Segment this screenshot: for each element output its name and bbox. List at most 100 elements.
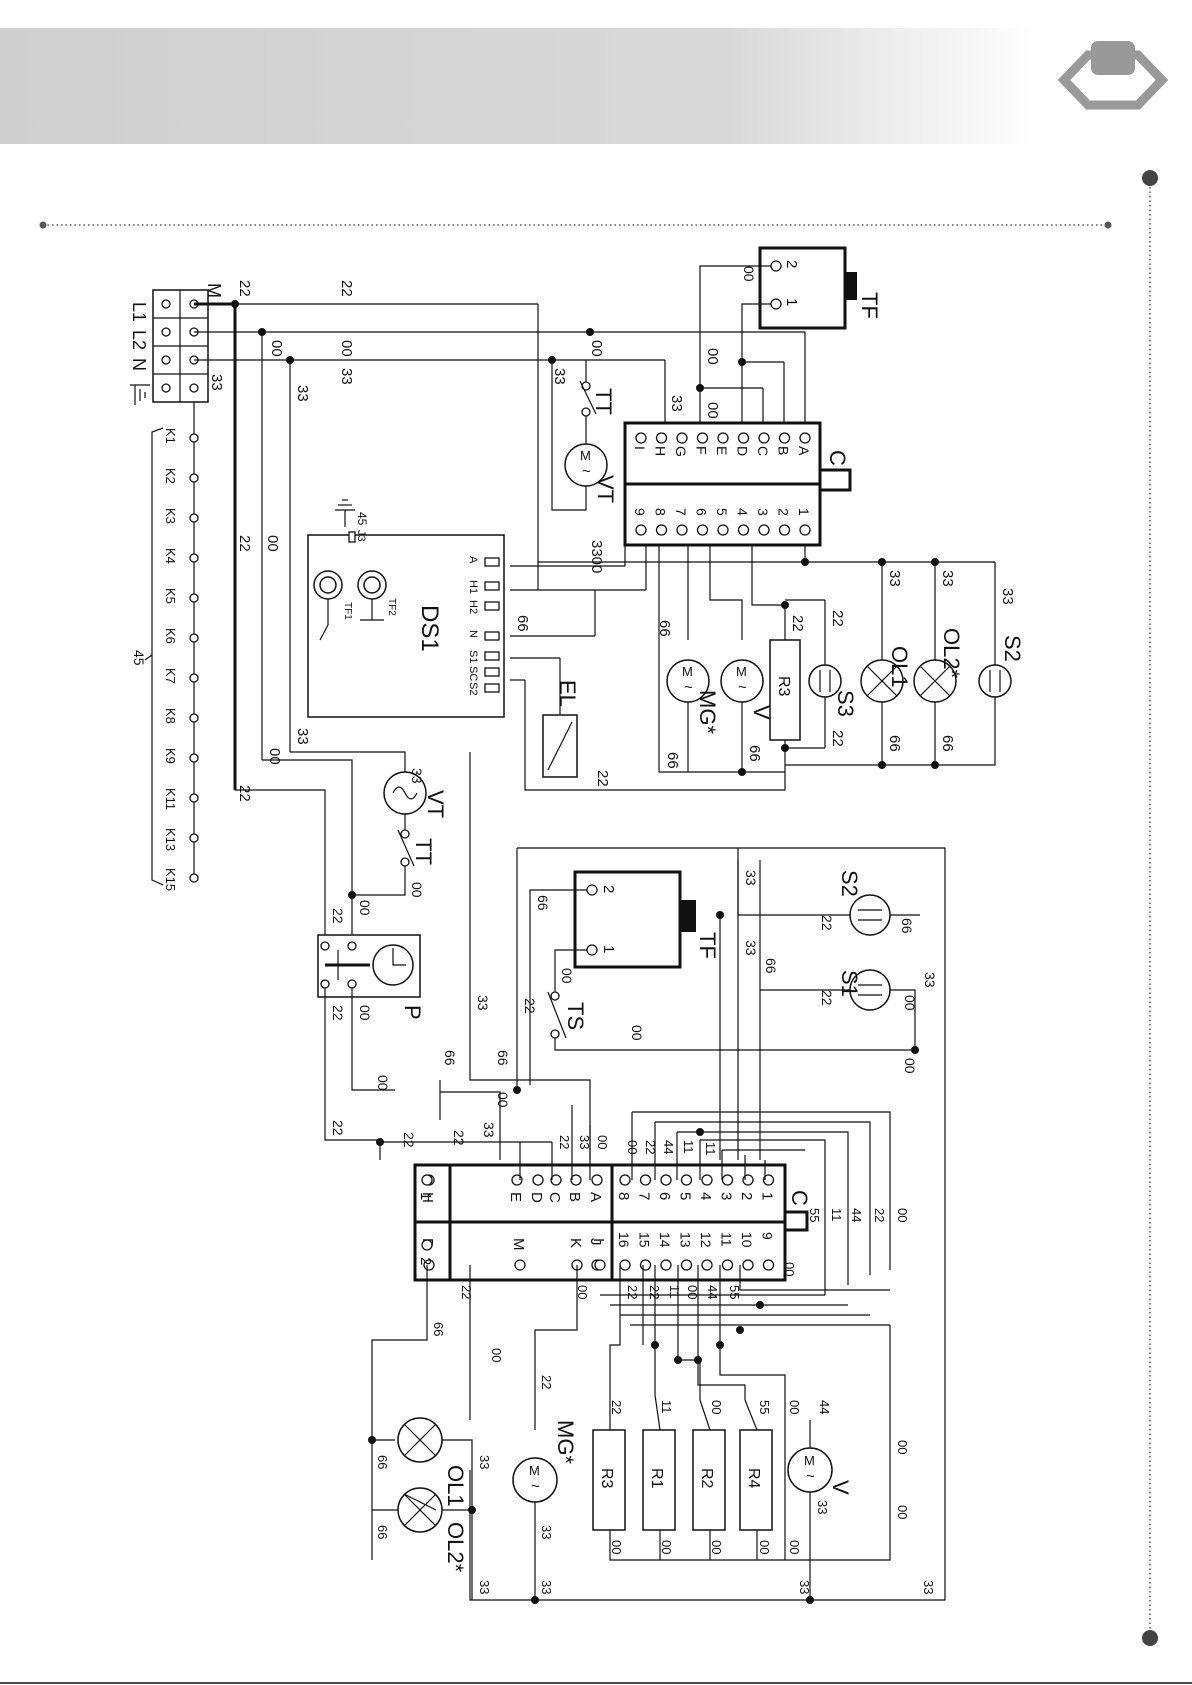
svg-text:~: ~ — [531, 1478, 540, 1495]
k-terminal-pin — [189, 713, 199, 723]
el-element — [542, 714, 578, 778]
c-bottom-pin — [639, 1259, 652, 1271]
tf-pin-2-bottom: 2 — [600, 885, 617, 893]
junction — [736, 1326, 744, 1334]
k-terminal-pin — [189, 433, 199, 443]
wire-33: 33 — [294, 728, 311, 745]
c-bottom-p-pin — [421, 1239, 433, 1251]
c-top-pin — [799, 524, 811, 536]
wire-33: 33 — [338, 368, 355, 385]
ts-label: TS — [563, 1002, 588, 1030]
c-bottom-pin — [514, 1259, 526, 1271]
k-terminal-label: K13 — [163, 828, 178, 851]
junction — [781, 744, 789, 752]
wire-66: 66 — [442, 1050, 458, 1066]
wire-33: 33 — [921, 1580, 936, 1594]
c-top-pin-label: 6 — [694, 508, 710, 516]
c-top-pin-label: B — [776, 446, 792, 455]
wire-00: 00 — [266, 748, 283, 765]
c-bottom-pin-label: 4 — [697, 1192, 714, 1200]
tt-label: TT — [591, 388, 616, 415]
k-terminal-label: K9 — [163, 748, 178, 764]
k-terminal-pin — [189, 673, 199, 683]
wire-00: 00 — [609, 1540, 624, 1554]
ds1-pin — [484, 651, 500, 661]
ds1-pin — [484, 683, 500, 693]
wire-00: 00 — [559, 968, 575, 984]
ds1-tf2: TF2 — [386, 598, 397, 616]
c-bottom-pin-label: C — [546, 1192, 563, 1203]
bottom-loads: M~ M~ — [372, 1325, 891, 1600]
vt-label: VT — [593, 475, 618, 503]
wire-00: 00 — [495, 1092, 511, 1108]
v-label-bottom: V — [828, 1480, 853, 1495]
rule-end-dot — [39, 221, 47, 229]
s1-label-bottom: S1 — [837, 970, 862, 997]
p-pressure-switch — [317, 934, 421, 1141]
wire-00: 00 — [575, 1285, 590, 1299]
wire-00: 00 — [704, 348, 721, 365]
c-bottom-pin-label: J — [587, 1238, 604, 1246]
wire-66: 66 — [763, 958, 779, 974]
wire-00: 00 — [895, 1440, 910, 1454]
junction — [694, 1356, 702, 1364]
wire-00: 00 — [489, 1348, 504, 1362]
wire-33: 33 — [999, 588, 1016, 605]
c-bottom-pin-label: 6 — [656, 1192, 673, 1200]
wire-00: 00 — [902, 1058, 918, 1074]
wire-00: 00 — [595, 1135, 610, 1149]
c-bottom-pin — [701, 1174, 713, 1186]
s2-label: S2 — [1000, 635, 1025, 662]
terminal-label-l2: L2 — [129, 330, 149, 350]
wire-55: 55 — [757, 1400, 772, 1414]
c-bottom-pin — [570, 1174, 582, 1186]
wire-22: 22 — [789, 615, 806, 632]
c-bottom-pin-label: H — [419, 1192, 436, 1203]
c-top-pin-label: C — [755, 446, 771, 456]
c-bottom-pin-label: 7 — [636, 1192, 653, 1200]
c-bottom-pin — [701, 1259, 713, 1271]
c-top-pin — [737, 524, 750, 536]
c-top-pin-label: D — [735, 446, 751, 456]
c-bottom-pin-label: 8 — [615, 1192, 632, 1200]
c-top-pin — [635, 524, 647, 536]
junction — [931, 761, 939, 769]
wire-33: 33 — [797, 1580, 812, 1594]
c-top-pin — [758, 432, 770, 444]
wire-00: 00 — [264, 535, 281, 552]
k-terminal-label: K4 — [163, 548, 178, 564]
c-bottom-pin-label: 10 — [739, 1232, 755, 1248]
junction — [738, 358, 746, 366]
junction — [258, 328, 266, 336]
c-top-pin — [758, 524, 770, 536]
supply-buses — [194, 302, 805, 790]
ol2-label: OL2* — [939, 628, 964, 679]
k-terminal-label: K7 — [163, 668, 178, 684]
k-terminal-pin — [189, 753, 199, 763]
c-bottom-pin — [762, 1174, 775, 1186]
tt-thermostat-top — [579, 360, 597, 448]
wire-33: 33 — [539, 1580, 554, 1594]
wire-22: 22 — [236, 535, 253, 552]
ol1-label-bottom: OL1 — [443, 1465, 468, 1507]
ds1-pin-label: H2 — [467, 600, 479, 614]
ts-thermostat — [547, 991, 915, 1051]
wire-44: 44 — [817, 1400, 832, 1414]
c-top-pin — [778, 524, 791, 536]
k-terminal-label: K8 — [163, 708, 178, 724]
wire-44: 44 — [661, 1140, 676, 1154]
c-bottom-pin — [721, 1174, 734, 1186]
svg-text:M: M — [804, 1453, 815, 1468]
terminal-wire-33: 33 — [208, 374, 225, 391]
wire-00: 00 — [895, 1505, 910, 1519]
wire-33: 33 — [539, 1525, 554, 1539]
wire-22: 22 — [819, 915, 835, 931]
wire-22: 22 — [236, 280, 253, 297]
ds1-module — [307, 499, 505, 718]
tf-label-bottom: TF — [695, 932, 720, 959]
k-terminal-label: K11 — [163, 788, 178, 810]
terminal-label-m: M — [204, 283, 224, 298]
wire-22: 22 — [625, 1285, 640, 1299]
c-top-pin-label: 5 — [714, 508, 730, 516]
